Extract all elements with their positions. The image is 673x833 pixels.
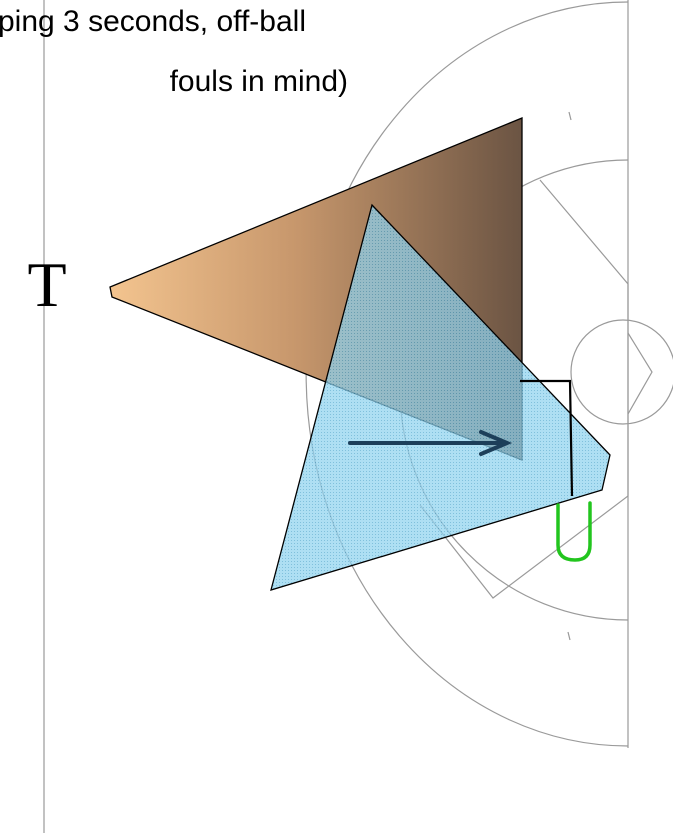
player-marker-t: T [27,249,66,320]
pass-arrow [348,430,513,456]
tick-mark-bottom [567,631,571,641]
caption-line-2: fouls in mind) [170,65,348,98]
basket-circle [570,319,673,425]
cut-path [556,501,592,562]
caption-line-1: ping 3 seconds, off-ball [0,5,306,38]
tick-mark-top [568,111,572,121]
screen-line [520,379,574,497]
pass-arrow-head [479,430,513,456]
lane-diamond [419,179,629,599]
caption: ping 3 seconds, off-ball fouls in mind) [0,5,348,98]
blue-defensive-zone [270,203,611,591]
backboard-triangle [627,332,653,415]
